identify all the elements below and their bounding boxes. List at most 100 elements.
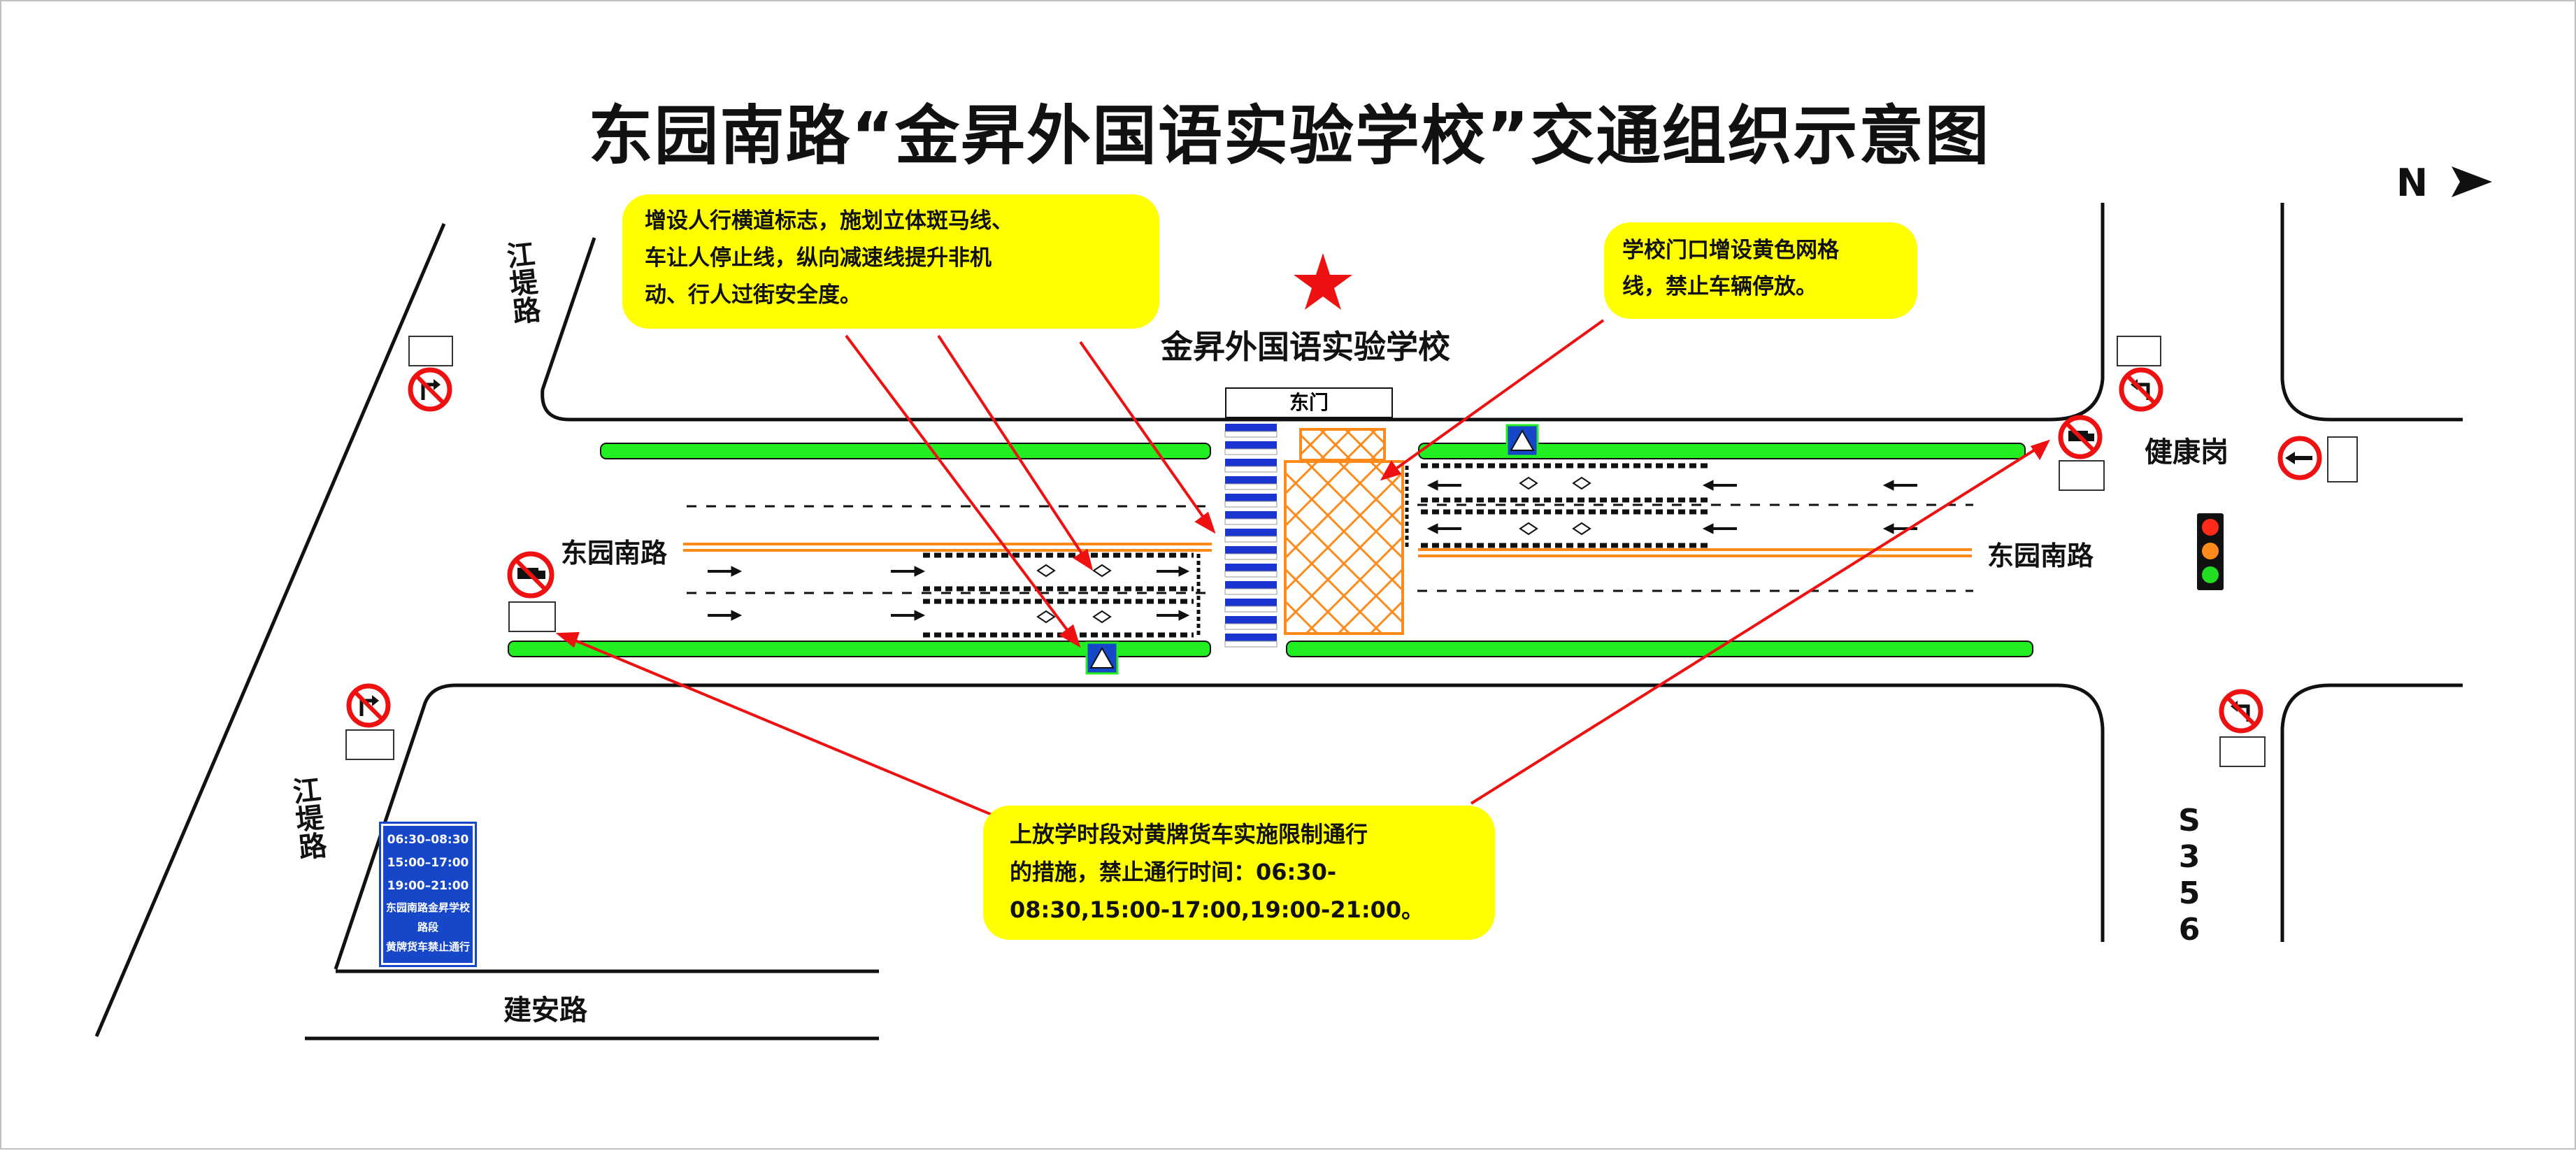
zebra-stripe [1225, 441, 1277, 449]
callout-line: 车让人停止线，纵向减速线提升非机 [645, 245, 992, 271]
diamond-marking [1572, 476, 1591, 490]
east-road-corner-north [2280, 203, 2463, 422]
traffic-light-icon [2197, 513, 2224, 590]
sign-plate [2219, 736, 2266, 767]
sign-plate [508, 601, 556, 632]
pedestrian-crossing-sign-icon [1085, 641, 1119, 675]
grid-line [1369, 444, 1384, 460]
callout-line: 上放学时段对黄牌货车实施限制通行 [1010, 821, 1368, 848]
east-road-corner-south [2280, 683, 2463, 942]
north-arrow-icon [2452, 166, 2492, 197]
no-left-turn-sign-icon [2119, 367, 2163, 412]
zebra-stripe [1225, 564, 1277, 571]
sign-plate [2327, 436, 2358, 482]
panel-line: 黄牌货车禁止通行 [385, 941, 470, 953]
zebra-stripe [1225, 616, 1277, 624]
callout-line: 增设人行横道标志，施划立体斑马线、 [645, 208, 1013, 234]
panel-line: 06:30–08:30 [387, 833, 469, 847]
truck-restriction-sign: 06:30–08:30 15:00–17:00 19:00–21:00 东园南路… [379, 822, 477, 967]
no-right-turn-sign-icon [408, 367, 452, 412]
no-parking-grid [1284, 428, 1404, 635]
diamond-marking [1036, 564, 1056, 578]
diamond-marking [1092, 564, 1112, 578]
page-title: 东园南路“金昇外国语实验学校”交通组织示意图 [588, 99, 1991, 173]
road-name-dongyuan-west: 东园南路 [561, 538, 668, 569]
zebra-stripe [1225, 459, 1277, 466]
zebra-stripe-shadow [1224, 553, 1278, 560]
zebra-stripe [1225, 599, 1277, 606]
no-right-turn-sign-icon [346, 683, 391, 728]
median-north-west [600, 443, 1211, 459]
zebra-stripe [1225, 529, 1277, 536]
zebra-stripe-shadow [1224, 571, 1278, 578]
gate-label: 东门 [1225, 387, 1393, 418]
lane-arrow-icon [708, 480, 1917, 621]
north-label: N [2396, 161, 2428, 205]
zebra-stripe-shadow [1224, 483, 1278, 490]
callout-line: 动、行人过街安全度。 [645, 283, 861, 308]
zebra-stripe-shadow [1224, 518, 1278, 525]
grid-line [1369, 462, 1403, 496]
diamond-marking [1036, 610, 1056, 624]
grid-line [1285, 462, 1319, 496]
zebra-stripe-shadow [1224, 448, 1278, 455]
zebra-stripe [1225, 581, 1277, 589]
zebra-stripe [1225, 476, 1277, 484]
road-name-jianan: 建安路 [503, 994, 587, 1027]
road-name-dongyuan-east: 东园南路 [1987, 541, 2094, 571]
callout-line: 08:30,15:00-17:00,19:00-21:00。 [1010, 896, 1424, 923]
zebra-stripe-shadow [1224, 641, 1278, 648]
zebra-stripe-shadow [1224, 431, 1278, 438]
diamond-marking [1519, 476, 1538, 490]
zebra-stripe [1225, 546, 1277, 554]
zebra-stripe-shadow [1224, 501, 1278, 508]
jiangdi-road-edge-south [334, 683, 2105, 970]
sign-plate [2059, 460, 2105, 491]
road-name-s356: S356 [2178, 803, 2201, 948]
callout-grid: 学校门口增设黄色网格 线，禁止车辆停放。 [1604, 222, 1917, 319]
pedestrian-crossing-sign-icon [1505, 424, 1539, 457]
zebra-stripe-shadow [1224, 536, 1278, 543]
sign-plate [408, 336, 453, 366]
callout-line: 学校门口增设黄色网格 [1622, 238, 1839, 263]
sign-plate [345, 729, 394, 760]
zebra-stripe [1225, 494, 1277, 501]
zebra-stripe-shadow [1224, 606, 1278, 613]
zebra-stripe [1225, 424, 1277, 431]
grid-line [1301, 429, 1327, 457]
grid-line [1285, 462, 1383, 560]
zebra-crossing [1224, 424, 1278, 648]
grid-line [1285, 503, 1403, 624]
jiangdi-road-edge-north-upper [541, 203, 2105, 422]
grid-line [1319, 429, 1352, 460]
grid-line [1285, 599, 1319, 634]
callout-line: 线，禁止车辆停放。 [1622, 274, 1817, 299]
zebra-stripe-shadow [1224, 588, 1278, 595]
road-name-jiankanggang: 健康岗 [2145, 436, 2228, 469]
zebra-stripe-shadow [1224, 466, 1278, 473]
callout-arrows [555, 319, 2050, 821]
diamond-marking [1519, 522, 1538, 536]
diamond-marking [1092, 610, 1112, 624]
grid-line [1285, 462, 1351, 528]
grid-line [1305, 535, 1403, 634]
panel-line: 东园南路金昇学校路段 [385, 901, 470, 934]
grid-line [1285, 567, 1351, 634]
callout-truck: 上放学时段对黄牌货车实施限制通行 的措施，禁止通行时间：06:30- 08:30… [983, 806, 1495, 940]
no-entry-left-sign-icon [2277, 436, 2322, 480]
median-south-west [508, 641, 1211, 657]
zebra-stripe-shadow [1224, 623, 1278, 630]
grid-line [1369, 599, 1403, 634]
no-truck-sign-icon [2058, 415, 2103, 459]
grid-line [1337, 462, 1403, 528]
panel-line: 19:00–21:00 [387, 879, 469, 893]
jiangdi-road-edge-west [94, 223, 446, 1037]
sign-plate [2117, 336, 2161, 366]
school-star-icon [1294, 253, 1352, 310]
grid-line [1337, 567, 1403, 634]
no-truck-sign-icon [507, 551, 554, 599]
median-south-east [1286, 641, 2033, 657]
school-name: 金昇外国语实验学校 [1161, 328, 1450, 366]
